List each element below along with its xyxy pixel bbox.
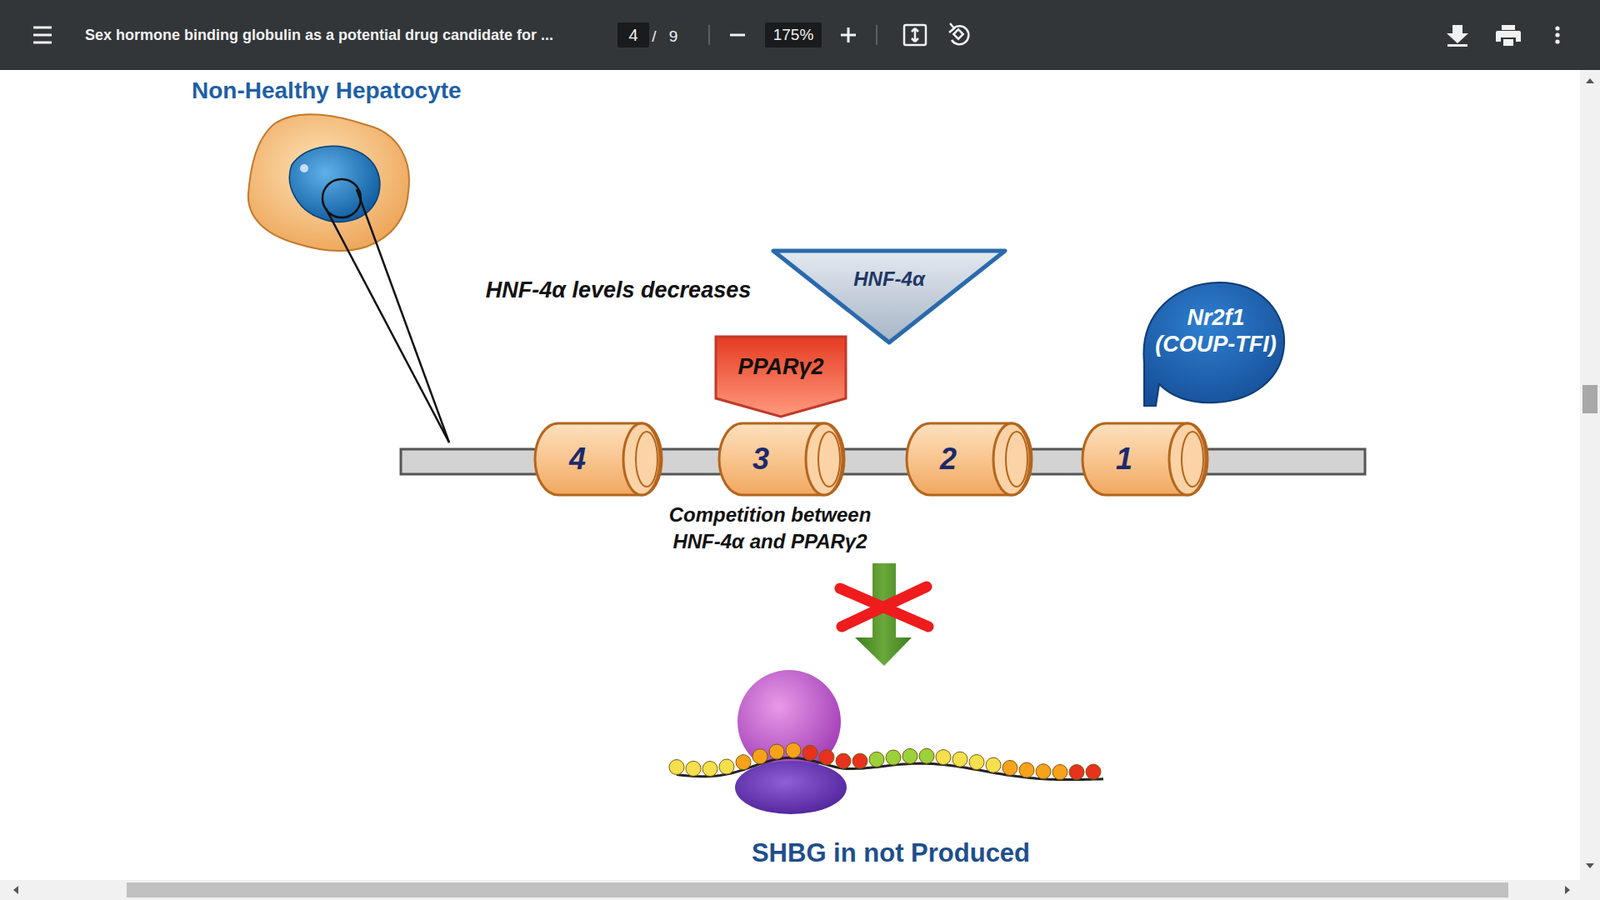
- exon-cylinder: 4: [533, 421, 664, 497]
- nucleotide-bead: [1052, 765, 1068, 780]
- annotation: HNF-4α levels decreases: [485, 275, 751, 305]
- node-label: Nr2f1 (COUP-TFI): [1147, 304, 1285, 359]
- exon-cylinder: 1: [1080, 421, 1210, 497]
- node-label: 4: [533, 421, 622, 497]
- horizontal-scrollbar: [0, 880, 1600, 900]
- scroll-thumb: [1582, 385, 1598, 414]
- block-cross: [840, 586, 929, 627]
- node-label: 4: [617, 22, 650, 48]
- nucleotide-bead: [769, 744, 785, 760]
- ribosome-small-subunit: [735, 760, 847, 815]
- nucleotide-bead: [1035, 764, 1051, 780]
- mrna-strand: [669, 742, 1104, 780]
- nucleotide-bead: [685, 760, 701, 776]
- divider: [875, 25, 878, 45]
- node-outline: [770, 247, 1009, 345]
- download-icon: [1446, 25, 1469, 47]
- page-separator: /: [651, 25, 656, 48]
- nucleotide-bead: [952, 751, 968, 767]
- zoom-line: [356, 189, 450, 443]
- node-label: HNF-4α: [770, 267, 1009, 292]
- more-icon: [1555, 25, 1560, 44]
- nucleotide-bead: [985, 757, 1001, 773]
- zoom-in-icon: [840, 27, 856, 43]
- vertical-scrollbar: [1580, 70, 1600, 880]
- scroll-arrows: [1585, 78, 1595, 869]
- nucleotide-bead: [1002, 760, 1018, 775]
- cylinder-body: [535, 423, 662, 495]
- nucleotide-bead: [919, 748, 935, 764]
- node-label: 2: [905, 421, 992, 497]
- nucleotide-bead: [735, 755, 751, 770]
- nucleotide-bead: [969, 755, 985, 770]
- node-outline: [905, 421, 1034, 497]
- cylinder-face: [805, 423, 843, 495]
- node-label: PPARγ2: [714, 353, 848, 380]
- nucleotide-bead: [669, 760, 685, 775]
- page-input: 4: [617, 22, 650, 48]
- nucleus: [289, 145, 380, 222]
- zoom-line: [325, 208, 450, 443]
- node-label: 1: [1080, 421, 1168, 497]
- nucleotide-bead: [785, 742, 801, 758]
- nucleotide-bead: [1069, 765, 1085, 780]
- menu-icon: [33, 27, 52, 43]
- nucleotide-bead: [719, 759, 735, 775]
- node-outline: [533, 421, 664, 497]
- node-label: 175%: [765, 22, 822, 48]
- coup-tf-bubble: Nr2f1 (COUP-TFI): [1135, 279, 1288, 410]
- hepatocyte-cell: [248, 114, 410, 251]
- hnf4a-triangle: HNF-4α: [770, 247, 1009, 345]
- cylinder-rim: [1005, 431, 1028, 487]
- cylinder-face: [1169, 423, 1206, 495]
- nucleotide-bead: [902, 748, 918, 764]
- zoom-input: 175%: [765, 22, 822, 48]
- cylinder-face: [993, 423, 1030, 495]
- cylinder-rim: [635, 431, 658, 487]
- divider: [708, 25, 710, 45]
- nucleotide-bead: [1085, 764, 1101, 780]
- cylinder-face: [623, 423, 660, 495]
- exon-cylinder: 3: [717, 421, 846, 497]
- cylinder-body: [906, 423, 1032, 495]
- nucleotide-bead: [935, 750, 951, 765]
- nucleotide-bead: [752, 749, 768, 765]
- triangle-shape: [773, 250, 1005, 343]
- scroll-arrows: [13, 885, 1570, 895]
- cylinder-rim: [818, 431, 840, 487]
- nucleotide-bead: [802, 745, 818, 760]
- node-label: 3: [717, 421, 805, 497]
- bubble-shape: [1143, 282, 1285, 406]
- nucleotide-bead: [869, 751, 885, 767]
- fit-icon: [904, 25, 926, 45]
- node-outline: [1080, 421, 1210, 497]
- nucleus-highlight: [300, 164, 309, 173]
- result-caption: SHBG in not Produced: [751, 835, 1030, 871]
- toolbar: [0, 0, 1600, 70]
- page-count: 9: [669, 25, 679, 48]
- scroll-thumb: [126, 882, 1509, 898]
- nucleotide-bead: [885, 750, 901, 765]
- nucleotide-bead: [702, 761, 718, 777]
- nucleotide-bead: [1019, 762, 1035, 778]
- node-outline: [717, 421, 846, 497]
- cylinder-body: [1082, 423, 1208, 495]
- zoom-out-icon: [730, 34, 745, 37]
- print-icon: [1495, 25, 1521, 46]
- exon-cylinder: 2: [905, 421, 1034, 497]
- rotate-icon: [949, 23, 969, 45]
- nucleotide-bead: [819, 750, 835, 765]
- cylinder-body: [719, 423, 845, 495]
- cylinder-rim: [1181, 431, 1204, 487]
- document-title: Sex hormone binding globulin as a potent…: [85, 25, 554, 45]
- diagram-title: Non-Healthy Hepatocyte: [191, 75, 462, 107]
- ppar-marker: PPARγ2: [714, 335, 848, 419]
- nucleotide-bead: [852, 753, 868, 769]
- nucleotide-bead: [835, 753, 851, 769]
- annotation: Competition between HNF-4α and PPARγ2: [645, 501, 895, 556]
